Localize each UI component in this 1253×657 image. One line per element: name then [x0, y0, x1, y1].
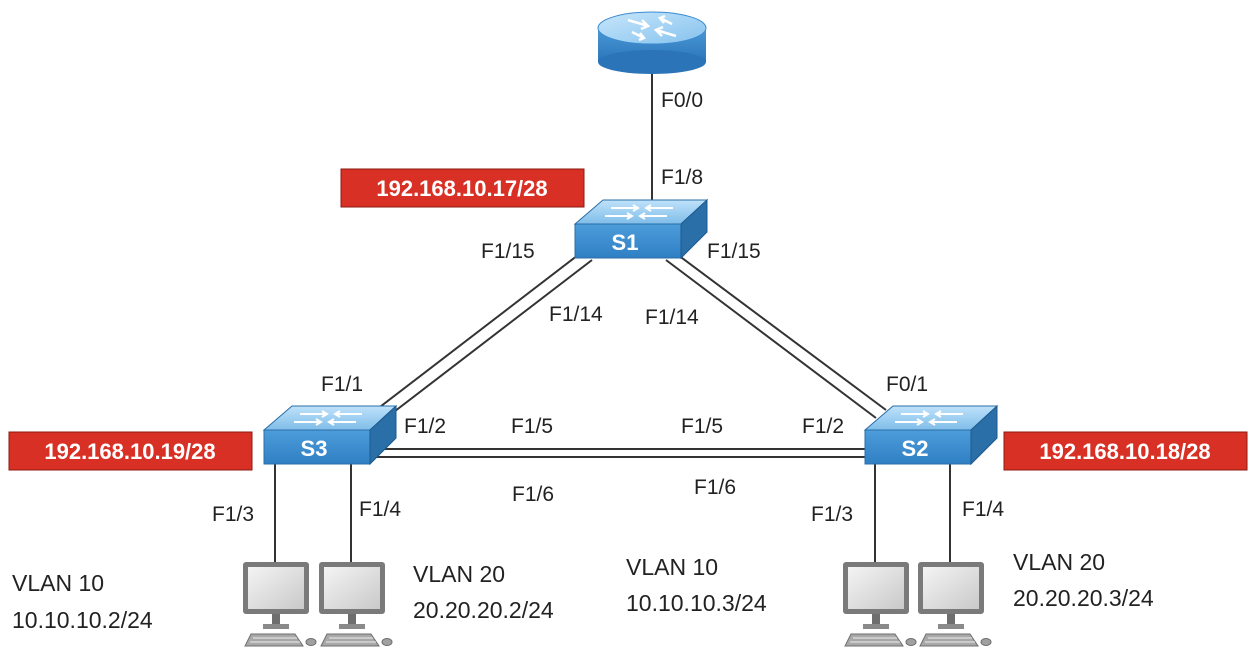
- links: [274, 62, 951, 562]
- link-s1-s2-f1-14: [665, 259, 877, 419]
- switch-s3[interactable]: S3: [263, 405, 397, 465]
- computer-icon: [842, 561, 917, 647]
- switch-s1-name: S1: [612, 230, 639, 255]
- computer-icon: [917, 561, 992, 647]
- host-labels: VLAN 10 10.10.10.2/24 VLAN 20 20.20.20.2…: [12, 549, 1154, 633]
- link-s1-s3-f1-14: [385, 259, 593, 419]
- host-1-ip: 10.10.10.2/24: [12, 607, 153, 633]
- port-label: F1/2: [802, 415, 844, 438]
- host-1-vlan: VLAN 10: [12, 570, 104, 596]
- host-2-ip: 20.20.20.2/24: [413, 597, 554, 623]
- port-label: F1/15: [481, 240, 535, 263]
- switch-s3-name: S3: [301, 436, 328, 461]
- port-label: F1/8: [661, 166, 703, 189]
- host-3-ip: 10.10.10.3/24: [626, 590, 767, 616]
- host-2[interactable]: [318, 561, 393, 647]
- switch-s2-name: S2: [902, 436, 929, 461]
- host-4-vlan: VLAN 20: [1013, 549, 1105, 575]
- ip-badge-s3: 192.168.10.19/28: [8, 431, 253, 471]
- computer-icon: [242, 561, 317, 647]
- switch-icon: [864, 405, 998, 465]
- host-3-vlan: VLAN 10: [626, 554, 718, 580]
- port-label: F1/5: [511, 415, 553, 438]
- switch-icon: [574, 199, 708, 259]
- link-s1-s3-f1-15: [375, 251, 583, 411]
- port-label: F1/1: [321, 373, 363, 396]
- port-label: F1/3: [212, 503, 254, 526]
- host-3[interactable]: [842, 561, 917, 647]
- host-1[interactable]: [242, 561, 317, 647]
- port-label: F1/4: [359, 498, 401, 521]
- port-labels: F0/0 F1/8 F1/15 F1/15 F1/14 F1/14 F1/1 F…: [212, 89, 1004, 526]
- switch-icon: [263, 405, 397, 465]
- router[interactable]: [597, 11, 707, 74]
- ip-badge-s1: 192.168.10.17/28: [340, 168, 585, 208]
- host-2-vlan: VLAN 20: [413, 561, 505, 587]
- ip-badge-s3-text: 192.168.10.19/28: [44, 439, 215, 464]
- switch-s1[interactable]: S1: [574, 199, 708, 259]
- computer-icon: [318, 561, 393, 647]
- router-icon: [597, 11, 707, 74]
- ip-badge-s2: 192.168.10.18/28: [1003, 431, 1248, 471]
- port-label: F0/1: [886, 373, 928, 396]
- port-label: F0/0: [661, 89, 703, 112]
- port-label: F1/15: [707, 240, 761, 263]
- link-s1-s2-f1-15: [673, 251, 887, 411]
- port-label: F1/14: [549, 303, 603, 326]
- port-label: F1/5: [681, 415, 723, 438]
- port-label: F1/6: [694, 476, 736, 499]
- ip-badge-s2-text: 192.168.10.18/28: [1039, 439, 1210, 464]
- host-4-ip: 20.20.20.3/24: [1013, 585, 1154, 611]
- port-label: F1/6: [512, 483, 554, 506]
- port-label: F1/2: [404, 415, 446, 438]
- port-label: F1/4: [962, 498, 1004, 521]
- port-label: F1/14: [645, 306, 699, 329]
- host-4[interactable]: [917, 561, 992, 647]
- ip-badge-s1-text: 192.168.10.17/28: [376, 176, 547, 201]
- switch-s2[interactable]: S2: [864, 405, 998, 465]
- port-label: F1/3: [811, 503, 853, 526]
